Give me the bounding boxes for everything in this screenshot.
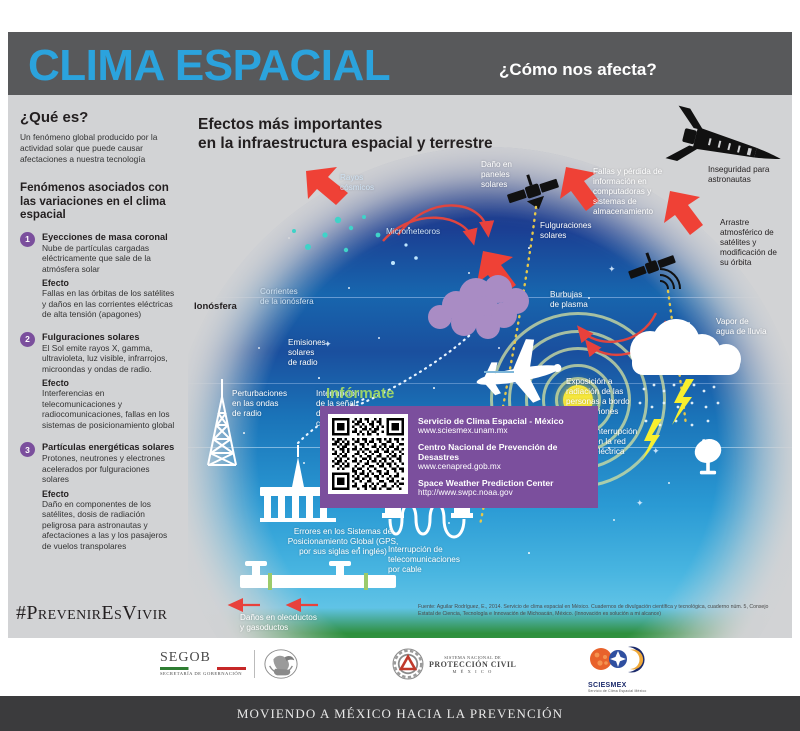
label-ionosfera: Ionósfera [194, 301, 237, 312]
label-vapor-agua: Vapor de agua de lluvia [716, 317, 767, 336]
label-perturbaciones-ondas-radio: Perturbaciones en las ondas de radio [232, 389, 288, 418]
sciesmex-name: SCIESMEX [588, 682, 627, 689]
link-name: Servicio de Clima Espacial - México [418, 416, 564, 426]
link-url[interactable]: www.cenapred.gob.mx [418, 462, 501, 471]
sciesmex-emblem-icon [590, 646, 645, 673]
informate-heading: Infórmate [326, 385, 395, 402]
footer-tagline: MOVIENDO A MÉXICO HACIA LA PREVENCIÓN [236, 705, 564, 721]
qr-code[interactable] [328, 414, 408, 494]
informate-box: Servicio de Clima Espacial - México www.… [320, 406, 598, 508]
logo-divider [254, 650, 255, 678]
proteccion-civil-emblem-icon [392, 648, 424, 680]
list-item: 1 Eyecciones de masa coronal Nube de par… [20, 231, 176, 320]
label-fallas-perdida-informacion: Fallas y pérdida de información en compu… [593, 167, 663, 216]
segob-logo: SEGOB SECRETARÍA DE GOBERNACIÓN [160, 650, 246, 676]
label-danos-oleoductos: Daños en oleoductos y gasoductos [240, 613, 317, 632]
item-title: Eyecciones de masa coronal [42, 231, 168, 242]
segob-subtitle: SECRETARÍA DE GOBERNACIÓN [160, 671, 243, 676]
sciesmex-subtitle: Servicio de Clima Espacial México [588, 689, 647, 693]
what-is-heading: ¿Qué es? [20, 109, 89, 126]
effect-label: Efecto [42, 488, 69, 499]
satellite-waves-icon [659, 268, 681, 290]
sciesmex-logo: SCIESMEX Servicio de Clima Espacial Méxi… [588, 645, 650, 693]
segob-name: SEGOB [160, 650, 211, 665]
effect-label: Efecto [42, 378, 69, 388]
pc-line1: SISTEMA NACIONAL DE [444, 654, 502, 660]
item-effect: Daño en componentes de los satélites, do… [42, 498, 168, 551]
diagram-scene: Efectos más importantes en la infraestru… [188, 95, 792, 638]
link-url[interactable]: http://www.swpc.noaa.gov [418, 488, 513, 497]
page-title: CLIMA ESPACIAL [28, 41, 391, 90]
bullet-number: 2 [20, 331, 35, 347]
label-emisiones-solares-radio: Emisiones solares de radio [288, 338, 326, 367]
bullet-number: 1 [20, 231, 35, 247]
item-effect: Interferencias en telecomunicaciones y r… [42, 388, 175, 430]
item-description: El Sol emite rayos X, gamma, ultraviolet… [42, 342, 168, 374]
pc-line3: M É X I C O [452, 668, 493, 674]
scene-title: Efectos más importantes en la infraestru… [198, 115, 493, 153]
item-description: Protones, neutrones y electrones acelera… [42, 453, 165, 484]
what-is-text: Un fenómeno global producido por la acti… [20, 132, 158, 164]
label-corrientes-ionosfera: Corrientes de la ionósfera [260, 287, 314, 306]
satellite-dish-icon [694, 438, 722, 475]
header-bar [8, 32, 792, 95]
label-interrupcion-cable: Interrupción de telecomunicaciones por c… [388, 545, 460, 574]
label-interrupcion-red-electrica: Interrupción en la red eléctrica [594, 427, 638, 456]
proteccion-civil-logo: SISTEMA NACIONAL DE PROTECCIÓN CIVIL M É… [392, 648, 516, 680]
item-description: Nube de partículas cargadas eléctricamen… [42, 242, 151, 274]
source-note: Fuente: Aguilar Rodríguez, E., 2014. Ser… [418, 604, 769, 617]
item-title: Partículas energéticas solares [42, 442, 175, 452]
list-item: 3 Partículas energéticas solares Protone… [20, 442, 176, 551]
label-burbujas-plasma: Burbujas de plasma [550, 290, 588, 309]
informate-links: Servicio de Clima Espacial - México www.… [418, 414, 590, 500]
scene-title-line2: en la infraestructura espacial y terrest… [198, 135, 493, 152]
link-name: Centro Nacional de Prevención de Desastr… [418, 442, 558, 462]
list-item: 2 Fulguraciones solares El Sol emite ray… [20, 331, 176, 431]
effect-label: Efecto [42, 278, 69, 288]
hashtag: #PrevenirEsVivir [16, 602, 168, 624]
satellite-icon [628, 252, 676, 279]
scene-title-line1: Efectos más importantes [198, 116, 383, 133]
bullet-number: 3 [20, 442, 35, 457]
footer-tagline-bar: MOVIENDO A MÉXICO HACIA LA PREVENCIÓN [0, 696, 800, 731]
phenomena-heading: Fenómenos asociados con las variaciones … [20, 181, 169, 221]
sidebar: ¿Qué es? Un fenómeno global producido po… [8, 95, 188, 638]
link-url[interactable]: www.sciesmex.unam.mx [418, 426, 508, 435]
item-title: Fulguraciones solares [42, 331, 140, 342]
page-subtitle: ¿Cómo nos afecta? [499, 60, 657, 79]
link-name: Space Weather Prediction Center [418, 478, 554, 488]
pc-line2: PROTECCIÓN CIVIL [429, 659, 517, 669]
label-arrastre-atmosferico: Arrastre atmosférico de satélites y modi… [720, 218, 777, 267]
label-micrometeoros: Micrometeoros [386, 227, 441, 236]
item-effect: Fallas en las órbitas de los satélites y… [42, 288, 175, 319]
pipeline-icon [240, 561, 396, 590]
label-dano-paneles: Daño en paneles solares [481, 160, 512, 189]
micrometeors-icon [391, 243, 418, 265]
satellite-icon [507, 174, 559, 210]
mexico-flag-rule [160, 667, 246, 670]
mexico-coat-of-arms-icon [264, 649, 298, 679]
label-inseguridad-astronautas: Inseguridad para astronautas [708, 165, 770, 184]
proteccion-civil-text: SISTEMA NACIONAL DE PROTECCIÓN CIVIL M É… [429, 655, 516, 674]
rain-cloud-icon [630, 319, 741, 461]
label-rayos-cosmicos: Rayos cósmicos [340, 173, 375, 192]
cosmic-rays-icon [292, 215, 381, 253]
label-fulguraciones-solares: Fulguraciones solares [540, 221, 592, 240]
